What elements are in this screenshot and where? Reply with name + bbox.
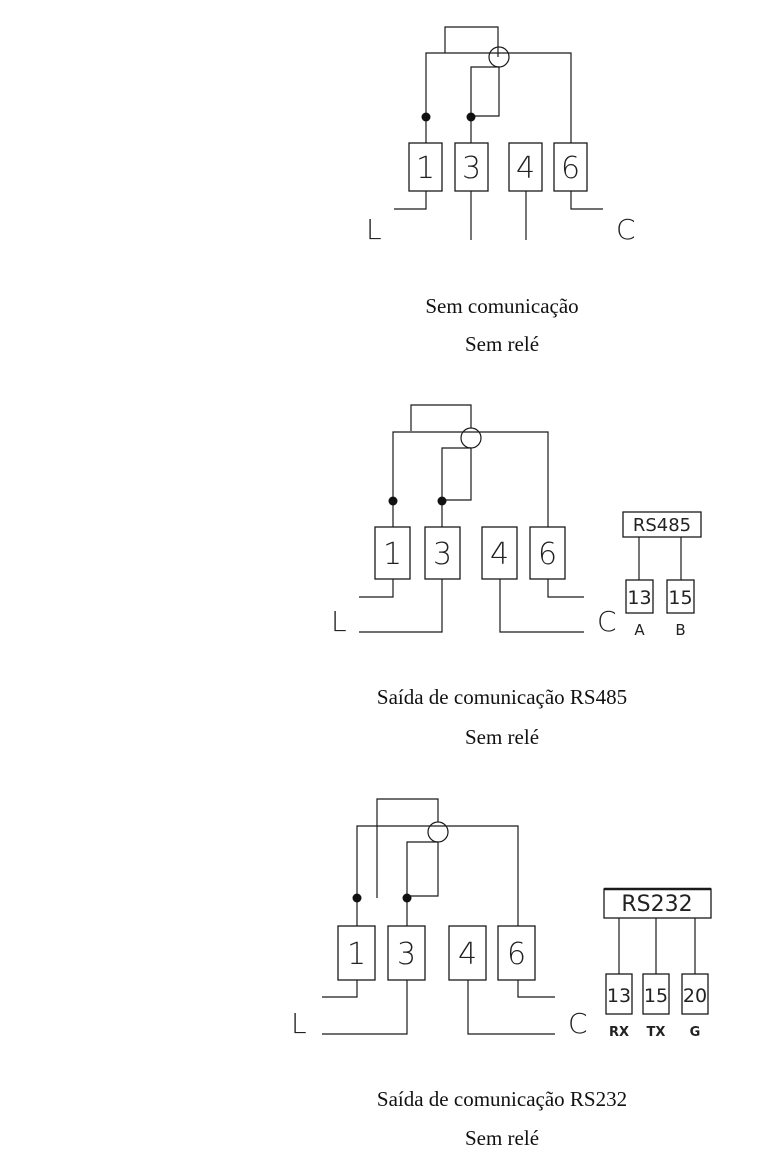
terminal-label: 4 <box>516 151 535 186</box>
meter-sensor-icon <box>488 46 510 68</box>
comm-signal-label: A <box>634 621 645 639</box>
diagram-no-communication: 1 3 4 6 L C Sem comunicação Sem relé <box>366 26 636 356</box>
comm-terminal-label: 13 <box>627 587 651 609</box>
meter-sensor-icon <box>460 427 482 449</box>
junction-dot <box>402 893 412 903</box>
comm-signal-label: TX <box>647 1025 666 1040</box>
terminal-box-3 <box>454 142 489 192</box>
junction-dot <box>388 496 398 506</box>
caption-line-1: Saída de comunicação RS232 <box>377 1087 627 1111</box>
terminal-box-1 <box>374 526 411 580</box>
load-label: C <box>568 1007 588 1040</box>
bus-label: RS232 <box>621 892 692 917</box>
terminal-box-1 <box>337 925 376 981</box>
comm-terminal-15 <box>666 579 695 614</box>
junction-dot <box>466 112 476 122</box>
load-label: C <box>597 605 617 638</box>
comm-terminal-label: 13 <box>607 985 631 1007</box>
terminal-label: 6 <box>561 151 580 186</box>
terminal-box-3 <box>387 925 426 981</box>
comm-terminal-label: 15 <box>644 985 668 1007</box>
diagram-rs485: 1 3 4 6 L C RS485 13 15 A B Saída de com… <box>331 404 702 749</box>
junction-dot <box>352 893 362 903</box>
caption-line-1: Saída de comunicação RS485 <box>377 685 627 709</box>
terminal-box-1 <box>408 142 443 192</box>
diagram-rs232: 1 3 4 6 L C RS232 13 15 20 RX TX G Saída… <box>291 798 712 1150</box>
rs232-bus-box <box>603 888 712 919</box>
terminal-box-3 <box>424 526 461 580</box>
comm-terminal-13 <box>625 579 654 614</box>
terminal-label: 1 <box>416 151 435 186</box>
terminal-label: 1 <box>347 937 366 972</box>
comm-signal-label: RX <box>609 1025 629 1040</box>
terminal-box-4 <box>508 142 543 192</box>
rs485-bus-box <box>622 511 702 538</box>
comm-terminal-15 <box>642 973 670 1015</box>
terminal-label: 4 <box>458 937 477 972</box>
terminal-box-4 <box>448 925 487 981</box>
comm-terminal-label: 15 <box>668 587 692 609</box>
comm-signal-label: B <box>675 621 685 639</box>
terminal-label: 6 <box>507 937 526 972</box>
terminal-label: 3 <box>433 537 452 572</box>
caption-line-2: Sem relé <box>465 725 539 749</box>
junction-dot <box>421 112 431 122</box>
meter-sensor-icon <box>427 821 449 843</box>
terminal-box-6 <box>553 142 588 192</box>
terminal-box-4 <box>481 526 518 580</box>
bus-label: RS485 <box>633 515 691 536</box>
terminal-box-6 <box>529 526 566 580</box>
caption-line-2: Sem relé <box>465 332 539 356</box>
comm-terminal-label: 20 <box>683 985 707 1007</box>
comm-terminal-13 <box>605 973 633 1015</box>
junction-dot <box>437 496 447 506</box>
terminal-label: 1 <box>383 537 402 572</box>
terminal-label: 4 <box>490 537 509 572</box>
line-label: L <box>366 213 382 246</box>
terminal-box-6 <box>497 925 536 981</box>
terminal-label: 3 <box>397 937 416 972</box>
caption-line-1: Sem comunicação <box>425 294 578 318</box>
line-label: L <box>331 605 347 638</box>
comm-terminal-20 <box>681 973 709 1015</box>
terminal-label: 3 <box>462 151 481 186</box>
terminal-label: 6 <box>538 537 557 572</box>
load-label: C <box>616 213 636 246</box>
line-label: L <box>291 1007 307 1040</box>
caption-line-2: Sem relé <box>465 1126 539 1150</box>
comm-signal-label: G <box>690 1025 701 1040</box>
